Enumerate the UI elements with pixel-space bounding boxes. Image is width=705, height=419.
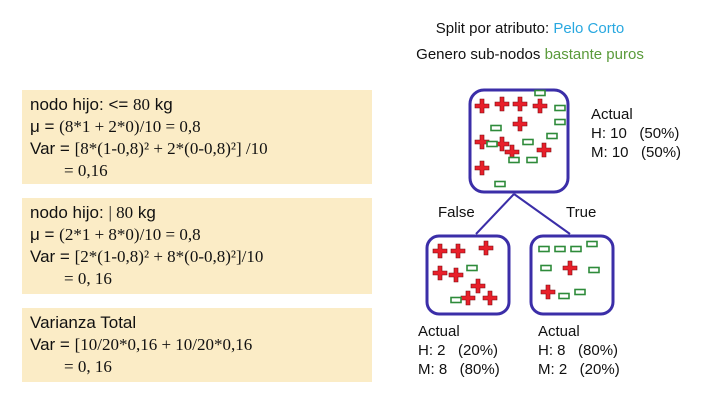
subnodes-label: Genero sub-nodos bbox=[416, 46, 545, 63]
false-edge bbox=[475, 193, 515, 235]
left-child-box: nodo hijo: <= 80 kg μ = (8*1 + 2*0)/10 =… bbox=[22, 90, 372, 184]
box2-variance: Var = [2*(1-0,8)² + 8*(0-0,8)²]/10 bbox=[30, 247, 264, 266]
total-variance-box: Varianza Total Var = [10/20*0,16 + 10/20… bbox=[22, 308, 372, 382]
left-plus-marker bbox=[450, 243, 466, 259]
root-plus-marker bbox=[532, 98, 548, 114]
root-minus-marker bbox=[494, 180, 506, 188]
root-plus-marker bbox=[474, 134, 490, 150]
box3-title: Varianza Total bbox=[30, 313, 137, 332]
split-label: Split por atributo: bbox=[435, 20, 554, 37]
right-minus-marker bbox=[570, 245, 582, 253]
root-minus-marker bbox=[534, 89, 546, 97]
left-minus-marker bbox=[466, 264, 478, 272]
split-attribute: Pelo Corto bbox=[553, 20, 625, 37]
left-plus-marker bbox=[432, 265, 448, 281]
root-minus-marker bbox=[486, 140, 498, 148]
root-minus-marker bbox=[490, 124, 502, 132]
box1-variance: Var = [8*(1-0,8)² + 2*(0-0,8)²] /10 bbox=[30, 139, 268, 158]
box2-variance-result: = 0, 16 bbox=[64, 269, 112, 288]
root-minus-marker bbox=[508, 156, 520, 164]
root-plus-marker bbox=[536, 142, 552, 158]
subnodes-title: Genero sub-nodos bastante puros bbox=[380, 46, 680, 63]
root-minus-marker bbox=[546, 132, 558, 140]
right-minus-marker bbox=[586, 240, 598, 248]
root-minus-marker bbox=[554, 118, 566, 126]
left-plus-marker bbox=[432, 243, 448, 259]
right-minus-marker bbox=[558, 292, 570, 300]
left-plus-marker bbox=[478, 240, 494, 256]
split-title: Split por atributo: Pelo Corto bbox=[380, 20, 680, 37]
subnodes-purity: bastante puros bbox=[544, 46, 644, 63]
right-plus-marker bbox=[540, 284, 556, 300]
right-minus-marker bbox=[574, 288, 586, 296]
true-edge bbox=[513, 193, 571, 235]
box3-variance-result: = 0, 16 bbox=[64, 357, 112, 376]
box1-title: nodo hijo: <= 80 kg bbox=[30, 95, 173, 114]
root-node bbox=[468, 88, 570, 194]
root-plus-marker bbox=[474, 160, 490, 176]
root-plus-marker bbox=[512, 96, 528, 112]
root-plus-marker bbox=[494, 96, 510, 112]
right-minus-marker bbox=[538, 245, 550, 253]
root-minus-marker bbox=[522, 138, 534, 146]
right-plus-marker bbox=[562, 260, 578, 276]
box3-variance: Var = [10/20*0,16 + 10/20*0,16 bbox=[30, 335, 253, 354]
right-minus-marker bbox=[540, 264, 552, 272]
root-minus-marker bbox=[526, 156, 538, 164]
false-label: False bbox=[438, 204, 475, 221]
root-minus-marker bbox=[554, 104, 566, 112]
right-child-box: nodo hijo: | 80 kg μ = (2*1 + 8*0)/10 = … bbox=[22, 198, 372, 294]
right-minus-marker bbox=[588, 266, 600, 274]
left-plus-marker bbox=[448, 267, 464, 283]
root-plus-marker bbox=[474, 98, 490, 114]
left-plus-marker bbox=[470, 278, 486, 294]
left-plus-marker bbox=[460, 290, 476, 306]
box1-mean: μ = (8*1 + 2*0)/10 = 0,8 bbox=[30, 117, 201, 136]
box2-mean: μ = (2*1 + 8*0)/10 = 0,8 bbox=[30, 225, 201, 244]
true-label: True bbox=[566, 204, 597, 221]
root-plus-marker bbox=[512, 116, 528, 132]
box2-title: nodo hijo: | 80 kg bbox=[30, 203, 156, 222]
left-minus-marker bbox=[450, 296, 462, 304]
right-minus-marker bbox=[554, 245, 566, 253]
left-plus-marker bbox=[482, 290, 498, 306]
box1-variance-result: = 0,16 bbox=[64, 161, 108, 180]
